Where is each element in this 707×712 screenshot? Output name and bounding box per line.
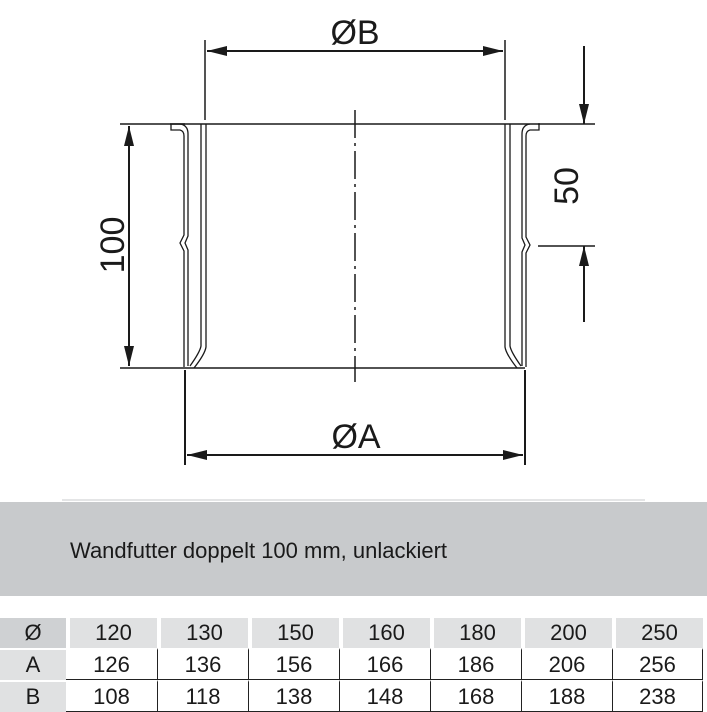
table-cell: 126 [66, 648, 157, 680]
table-cell: 256 [612, 648, 703, 680]
table-cell: 168 [430, 680, 521, 712]
table-cell: 108 [66, 680, 157, 712]
dimension-height-50-label: 50 [548, 167, 586, 205]
table-cell: 130 [157, 618, 248, 648]
table-cell: 250 [612, 618, 703, 648]
table-cell: 180 [430, 618, 521, 648]
table-cell: 150 [248, 618, 339, 648]
table-cell: 118 [157, 680, 248, 712]
table-cell: 136 [157, 648, 248, 680]
table-row-diameter: Ø 120 130 150 160 180 200 250 [0, 618, 703, 648]
table-row-a: A 126 136 156 166 186 206 256 [0, 648, 703, 680]
row-label-b: B [0, 680, 66, 712]
table-cell: 120 [66, 618, 157, 648]
outer-sleeve-left [170, 123, 189, 367]
technical-drawing: ØB ØA 100 50 [94, 14, 595, 465]
row-label-diameter: Ø [0, 618, 66, 648]
dimension-b: ØB [204, 14, 506, 120]
inner-sleeve-right [504, 124, 522, 369]
dimension-table: Ø 120 130 150 160 180 200 250 A 126 136 … [0, 618, 703, 712]
dimension-height-100-label: 100 [94, 217, 132, 274]
table-cell: 186 [430, 648, 521, 680]
outer-sleeve-right [521, 123, 540, 367]
row-label-a: A [0, 648, 66, 680]
dimension-height-100: 100 [94, 123, 185, 369]
table-cell: 160 [339, 618, 430, 648]
dimension-b-label: ØB [330, 14, 379, 52]
product-title: Wandfutter doppelt 100 mm, unlackiert [70, 538, 448, 563]
dimension-a: ØA [184, 370, 526, 465]
table-cell: 200 [521, 618, 612, 648]
table-cell: 188 [521, 680, 612, 712]
product-title-band: Wandfutter doppelt 100 mm, unlackiert [0, 499, 707, 596]
table-cell: 206 [521, 648, 612, 680]
table-cell: 148 [339, 680, 430, 712]
table-cell: 166 [339, 648, 430, 680]
inner-sleeve-left [189, 124, 207, 369]
dimension-a-label: ØA [331, 418, 380, 456]
table-cell: 238 [612, 680, 703, 712]
dimension-height-50: 50 [538, 46, 595, 322]
table-row-b: B 108 118 138 148 168 188 238 [0, 680, 703, 712]
table-cell: 156 [248, 648, 339, 680]
table-cell: 138 [248, 680, 339, 712]
